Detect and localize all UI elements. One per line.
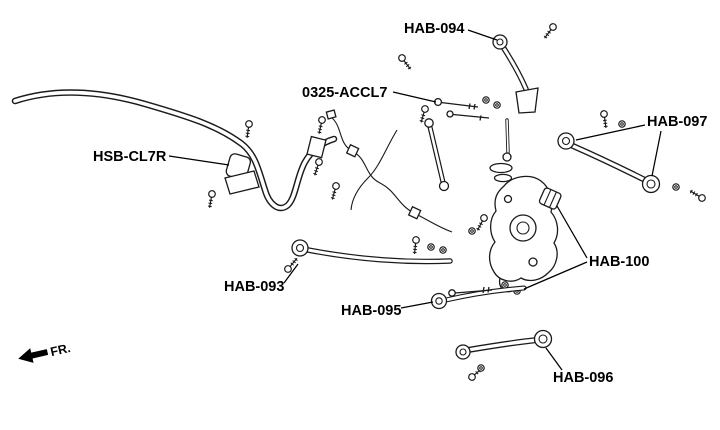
trailing-arm — [430, 285, 527, 310]
leader-hab-096 — [545, 347, 563, 371]
ball-joint-stack — [489, 118, 513, 183]
leader-hab-100-a — [556, 205, 588, 259]
stabilizer-bushing-bracket — [205, 119, 260, 209]
label-hab-094: HAB-094 — [404, 21, 464, 37]
leader-hab-097-b — [651, 130, 662, 177]
upper-arm-assembly — [396, 21, 559, 114]
upper-control-arm — [557, 109, 708, 204]
label-hab-093: HAB-093 — [224, 279, 284, 295]
leader-hab-100-b — [523, 261, 588, 290]
brake-hose — [325, 109, 453, 233]
stabilizer-bracket-right — [306, 115, 341, 201]
leader-hab-093 — [283, 263, 299, 284]
leader-hab-094 — [467, 29, 498, 41]
stabilizer-end-link — [417, 104, 450, 192]
fr-arrow-icon — [18, 348, 49, 363]
label-hab-100: HAB-100 — [589, 254, 649, 270]
leader-hab-097-a — [575, 124, 646, 141]
label-hsb-cl7r: HSB-CL7R — [93, 149, 167, 165]
label-hab-095: HAB-095 — [341, 303, 401, 319]
rear-lower-arm — [455, 329, 553, 383]
label-0325-accl7: 0325-ACCL7 — [302, 85, 387, 101]
leader-hsb-cl7r — [168, 155, 230, 166]
leader-0325-accl7 — [392, 91, 437, 103]
label-hab-097: HAB-097 — [647, 114, 707, 130]
front-lower-arm — [282, 212, 490, 275]
stabilizer-bar — [11, 89, 338, 212]
compliance-bushing — [501, 187, 562, 295]
leader-lines — [168, 29, 662, 371]
fr-direction-arrow: FR. — [18, 341, 72, 363]
part-labels: HAB-094 0325-ACCL7 HAB-097 HSB-CL7R HAB-… — [93, 21, 707, 386]
pivot-bolts — [433, 96, 501, 121]
leader-hab-095 — [400, 301, 434, 309]
label-hab-096: HAB-096 — [553, 370, 613, 386]
fr-label: FR. — [49, 341, 72, 359]
